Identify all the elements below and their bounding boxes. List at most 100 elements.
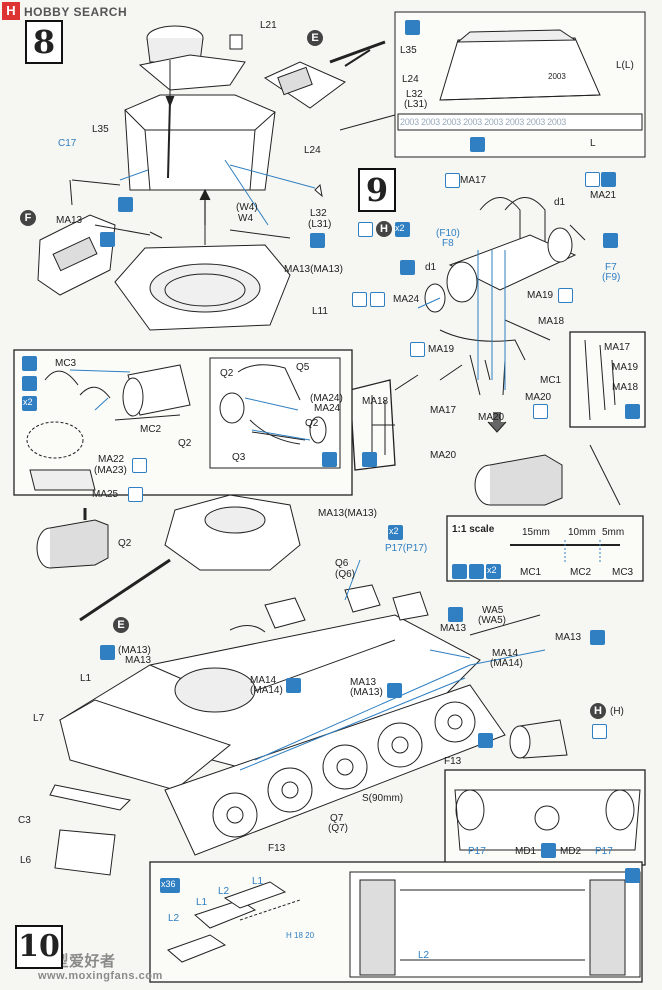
- subassembly-marker: H: [590, 703, 606, 719]
- quantity-label: x2: [23, 397, 33, 407]
- part-label: MA14: [250, 675, 277, 686]
- part-label: MA13(MA13): [318, 508, 377, 519]
- assembly-icon: [132, 458, 147, 473]
- part-label: MA25: [92, 489, 119, 500]
- part-label: (F9): [602, 272, 621, 283]
- count-icon: [388, 525, 403, 540]
- paint-icon: [625, 868, 640, 883]
- part-label: L(L): [616, 60, 634, 71]
- part-label: (H): [610, 706, 624, 717]
- part-label: L21: [260, 20, 277, 31]
- quantity-label: x2: [389, 526, 399, 536]
- part-label: F13: [444, 756, 462, 767]
- part-label: MA22: [98, 454, 125, 465]
- part-label: L32: [406, 89, 423, 100]
- part-label: MC3: [55, 358, 77, 369]
- part-label: (Q6): [335, 569, 355, 580]
- part-label: (Q7): [328, 823, 348, 834]
- part-label: MA13(MA13): [284, 264, 343, 275]
- part-label: L1: [252, 876, 264, 887]
- step-10-number: 10: [15, 925, 63, 969]
- part-label: L2: [418, 950, 430, 961]
- paint-icon: [405, 20, 420, 35]
- part-label: Q5: [296, 362, 310, 373]
- subassembly-marker: H: [376, 221, 392, 237]
- subassembly-marker: F: [20, 210, 36, 226]
- part-label: (MA23): [94, 465, 127, 476]
- part-label: Q6: [335, 558, 349, 569]
- step-8-number: 8: [25, 20, 63, 64]
- part-label: L35: [400, 45, 417, 56]
- subassembly-marker: E: [113, 617, 129, 633]
- part-label: MD1: [515, 846, 537, 857]
- part-label: L32: [310, 208, 327, 219]
- part-label: C17: [58, 138, 77, 149]
- paint-icon: [452, 564, 467, 579]
- glue-icon: [590, 630, 605, 645]
- part-label: L2: [218, 886, 230, 897]
- glue-icon: [541, 843, 556, 858]
- part-label: MA20: [430, 450, 457, 461]
- part-label: F13: [268, 843, 286, 854]
- part-label: (L31): [404, 99, 428, 110]
- part-label: d1: [554, 197, 566, 208]
- part-label: MC1: [540, 375, 562, 386]
- part-label: (L31): [308, 219, 332, 230]
- glue-icon: [286, 678, 301, 693]
- part-label: L: [590, 138, 596, 149]
- part-label: Q2: [178, 438, 192, 449]
- assembly-icon: [352, 292, 367, 307]
- part-label: L6: [20, 855, 32, 866]
- glue-icon: [387, 683, 402, 698]
- glue-icon: [100, 232, 115, 247]
- part-label: MA13: [350, 677, 377, 688]
- part-label: W4: [238, 213, 253, 224]
- glue-icon: [625, 404, 640, 419]
- step-9-number: 9: [358, 168, 396, 212]
- part-label: MA20: [525, 392, 552, 403]
- hull-assembly-main: [49, 494, 568, 876]
- part-label: Q2: [220, 368, 234, 379]
- part-label: S(90mm): [362, 793, 404, 804]
- glue-icon: [448, 607, 463, 622]
- step9-blue-guides: [417, 250, 506, 390]
- part-label: MA19: [428, 344, 455, 355]
- part-label: (MA14): [490, 658, 523, 669]
- part-label: (MA24): [310, 393, 343, 404]
- count-icon: [22, 396, 37, 411]
- hobby-search-brand: HOBBY SEARCH: [24, 5, 128, 19]
- part-label: (F10): [436, 228, 460, 239]
- part-label: (MA13): [350, 687, 383, 698]
- step8-blue-guides: [119, 159, 316, 226]
- part-label: Q3: [232, 452, 246, 463]
- assembly-icon: [128, 487, 143, 502]
- part-label: MA18: [538, 316, 565, 327]
- count-icon: [160, 878, 180, 893]
- part-label: L1: [80, 673, 92, 684]
- assembly-icon: [358, 222, 373, 237]
- part-label: L11: [312, 306, 328, 317]
- part-label: L2: [168, 913, 180, 924]
- assembly-icon: [445, 173, 460, 188]
- glue-icon: [100, 645, 115, 660]
- count-icon: [395, 222, 410, 237]
- assembly-icon: [585, 172, 600, 187]
- part-label: (MA13): [118, 645, 151, 656]
- glue-icon: [478, 733, 493, 748]
- part-label: F7: [605, 262, 617, 273]
- part-label: MA24: [314, 403, 341, 414]
- left-panel-drawing: [26, 357, 341, 569]
- part-label: MA13: [125, 655, 152, 666]
- part-label: P17(P17): [385, 543, 428, 554]
- turret-assembly-step8: [37, 25, 386, 331]
- decal-icon: [470, 137, 485, 152]
- part-label: (WA5): [478, 615, 506, 626]
- quantity-label: x2: [395, 223, 405, 233]
- part-label: WA5: [482, 605, 504, 616]
- scale-dimension: 15mm: [522, 527, 550, 538]
- quantity-label: x36: [161, 879, 176, 889]
- glue-icon: [310, 233, 325, 248]
- part-label: C3: [18, 815, 31, 826]
- part-label: MC3: [612, 567, 634, 578]
- exhaust-assembly-step9: [424, 197, 586, 396]
